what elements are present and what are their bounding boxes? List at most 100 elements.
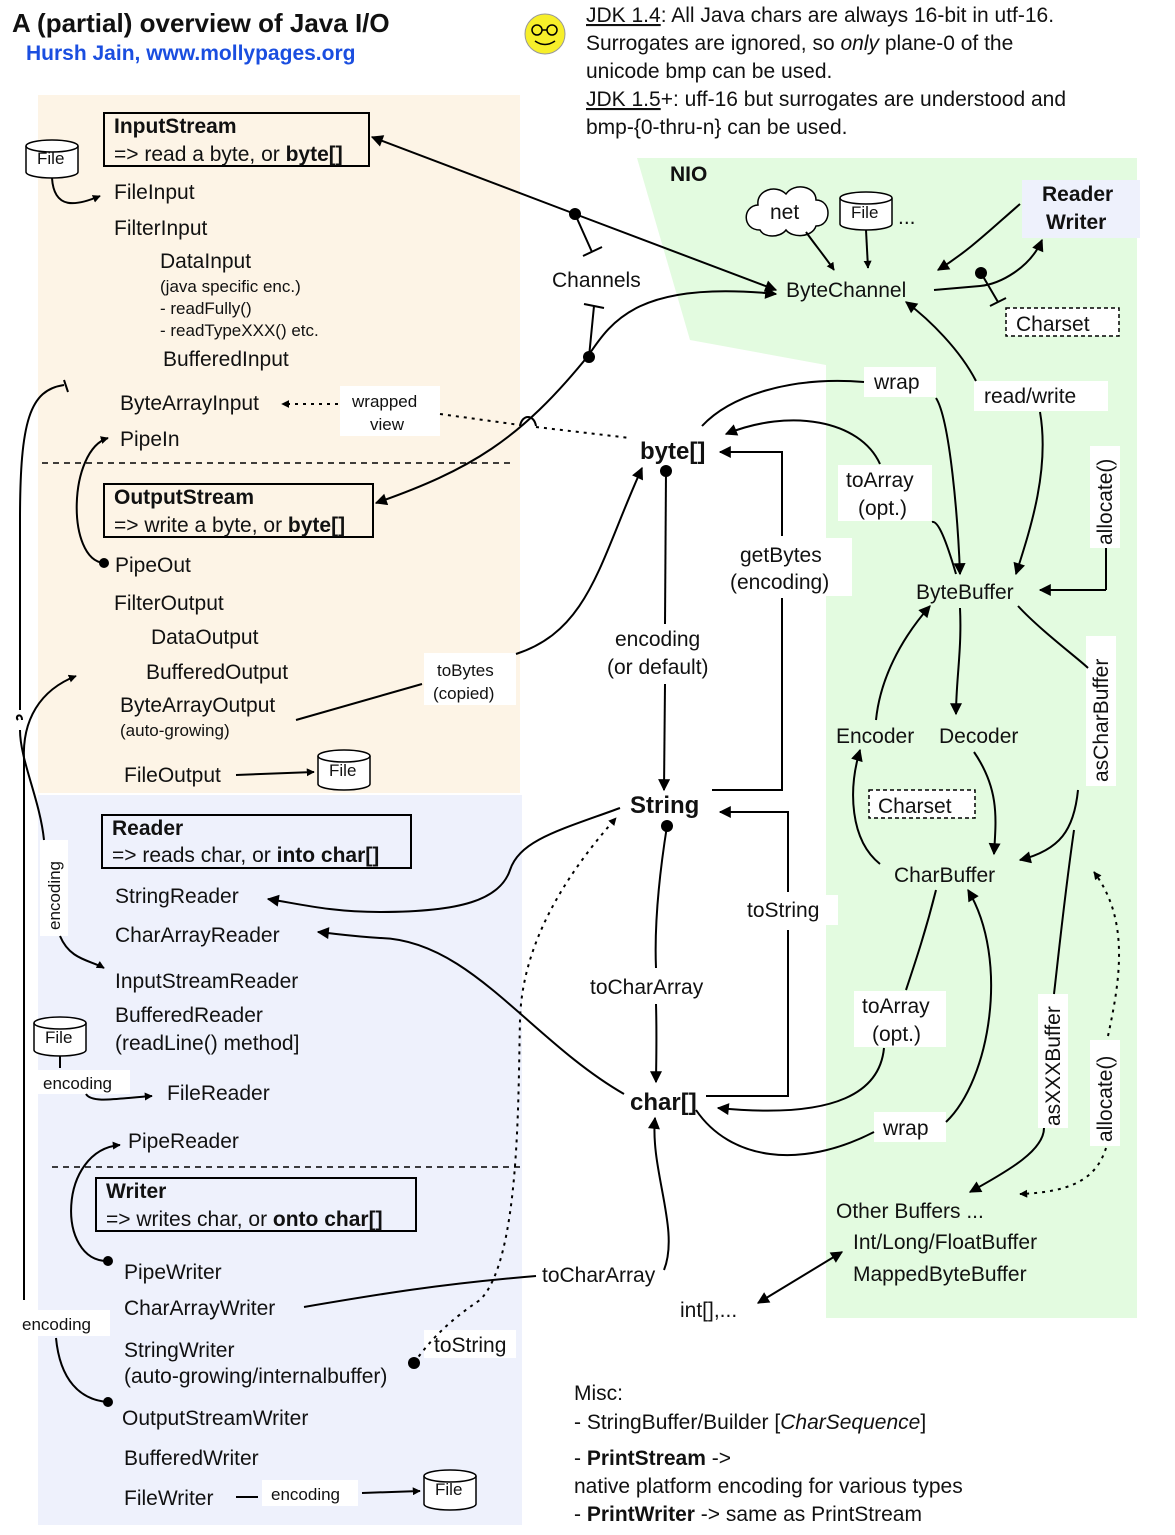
encoding-label: encoding <box>615 628 700 651</box>
filewriter-encoding-label: encoding <box>271 1485 340 1504</box>
nio-reader-label: Reader <box>1042 183 1113 206</box>
chararraywriter-label: CharArrayWriter <box>124 1297 275 1320</box>
charbuffer-node: CharBuffer <box>894 864 995 887</box>
outputstreamwriter-label: OutputStreamWriter <box>122 1407 308 1430</box>
jdk14-link[interactable]: JDK 1.4 <box>586 4 661 27</box>
writer-desc: => writes char, or onto char[] <box>106 1208 383 1231</box>
getbytes-bg <box>728 538 852 596</box>
jdk15-link[interactable]: JDK 1.5 <box>586 88 661 111</box>
bufferedoutput-label: BufferedOutput <box>146 661 288 684</box>
mappedbytebuffer-label: MappedByteBuffer <box>853 1263 1027 1286</box>
charset-box <box>1005 307 1120 337</box>
misc-label: Misc: <box>574 1382 623 1405</box>
nio-writer-label: Writer <box>1046 211 1106 234</box>
readwrite-bg <box>974 381 1108 411</box>
opt-bottom-label: (opt.) <box>872 1023 921 1046</box>
readtype-note: - readTypeXXX() etc. <box>160 321 319 340</box>
filereader-encoding-label: encoding <box>43 1074 112 1093</box>
fileoutput-label: FileOutput <box>124 764 221 787</box>
readline-note: (readLine() method] <box>115 1032 299 1055</box>
file-icon <box>423 1469 477 1511</box>
getbytes-label: getBytes <box>740 544 822 567</box>
tobytes-bg <box>424 653 516 705</box>
file-label: File <box>329 761 356 780</box>
reader-box <box>101 814 412 869</box>
filewriter-encoding-bg <box>262 1480 358 1506</box>
pipein-label: PipeIn <box>120 428 180 451</box>
pipereader-label: PipeReader <box>128 1130 239 1153</box>
nio-label: NIO <box>670 163 707 186</box>
nio-ellipsis: ... <box>898 206 916 229</box>
chararray-node: char[] <box>630 1089 697 1116</box>
file-label: File <box>45 1028 72 1047</box>
intarray-label: int[],... <box>680 1299 737 1322</box>
wrap-bottom-label: wrap <box>882 1117 929 1140</box>
charset-box <box>868 789 976 819</box>
wrap-bottom-bg <box>874 1112 946 1142</box>
tochararray-writer-bg <box>536 1260 664 1288</box>
net-label: net <box>770 201 799 224</box>
inputstream-title: InputStream <box>114 115 237 138</box>
intlongfloat-label: Int/Long/FloatBuffer <box>853 1231 1037 1254</box>
readwrite-label: read/write <box>984 385 1076 408</box>
unicode-note: JDK 1.4: All Java chars are always 16-bi… <box>586 4 1066 139</box>
svg-text:JDK 1.5+: uff-16 but surrogate: JDK 1.5+: uff-16 but surrogates are unde… <box>586 88 1066 111</box>
getbytes-encoding-label: (encoding) <box>730 571 829 594</box>
svg-text:bmp-{0-thru-n} can be used.: bmp-{0-thru-n} can be used. <box>586 116 848 139</box>
svg-text:unicode bmp can be used.: unicode bmp can be used. <box>586 60 832 83</box>
writer-title: Writer <box>106 1180 166 1203</box>
autogrowing-note: (auto-growing) <box>120 721 230 740</box>
filteroutput-label: FilterOutput <box>114 592 224 615</box>
wrap-bg <box>864 367 936 397</box>
bytearrayoutput-label: ByteArrayOutput <box>120 694 275 717</box>
asxxxbuffer-bg <box>1038 994 1068 1128</box>
wrapped-label: wrapped <box>351 392 417 411</box>
filewriter-label: FileWriter <box>124 1487 213 1510</box>
filereader-encoding-bg <box>38 1070 130 1094</box>
ascharbuffer-label: asCharBuffer <box>1090 659 1113 782</box>
datainput-label: DataInput <box>160 250 251 273</box>
misc-line4: - PrintWriter -> same as PrintStream <box>574 1503 922 1526</box>
outputstream-title: OutputStream <box>114 486 254 509</box>
reader-title: Reader <box>112 817 183 840</box>
tochararray-label: toCharArray <box>590 976 704 999</box>
pipewriter-label: PipeWriter <box>124 1261 222 1284</box>
charset-label: Charset <box>878 795 952 818</box>
osw-encoding-bg <box>16 1310 110 1336</box>
charset-label: Charset <box>1016 313 1090 336</box>
fileinput-label: FileInput <box>114 181 195 204</box>
channels-label: Channels <box>552 269 641 292</box>
allocate-bottom-label: allocate() <box>1094 1056 1117 1142</box>
bytechannel-node: ByteChannel <box>786 279 906 302</box>
svg-text:Surrogates are ignored, so onl: Surrogates are ignored, so only plane-0 … <box>586 32 1013 55</box>
stringwriter-note: (auto-growing/internalbuffer) <box>124 1365 387 1388</box>
copied-label: (copied) <box>433 684 494 703</box>
bufferedinput-label: BufferedInput <box>163 348 289 371</box>
connectors <box>15 135 1120 1498</box>
opt-label: (opt.) <box>858 497 907 520</box>
otherbuffers-label: Other Buffers ... <box>836 1200 984 1223</box>
nio-region <box>637 158 1137 1318</box>
filereader-label: FileReader <box>167 1082 270 1105</box>
allocate-bottom-bg <box>1090 1040 1120 1146</box>
svg-text:JDK 1.4: All Java chars are al: JDK 1.4: All Java chars are always 16-bi… <box>586 4 1054 27</box>
tostring-center-label: toString <box>747 899 819 922</box>
toarray-bottom-label: toArray <box>862 995 930 1018</box>
toarray-label: toArray <box>846 469 914 492</box>
allocate-top-bg <box>1090 446 1120 548</box>
bytearrayinput-label: ByteArrayInput <box>120 392 259 415</box>
tostring-bg <box>424 1330 516 1358</box>
decoder-node: Decoder <box>939 725 1018 748</box>
or-default-label: (or default) <box>607 656 709 679</box>
datainput-note: (java specific enc.) <box>160 277 301 296</box>
chararrayreader-label: CharArrayReader <box>115 924 280 947</box>
file-icon <box>317 749 371 791</box>
isr-encoding-label: encoding <box>45 861 64 930</box>
tochararray-writer-label: toCharArray <box>542 1264 656 1287</box>
misc-line2: - PrintStream -> <box>574 1447 731 1470</box>
tobytes-label: toBytes <box>437 661 494 680</box>
dataoutput-label: DataOutput <box>151 626 259 649</box>
file-icon <box>839 191 893 231</box>
toarray-bottom-bg <box>854 991 946 1047</box>
